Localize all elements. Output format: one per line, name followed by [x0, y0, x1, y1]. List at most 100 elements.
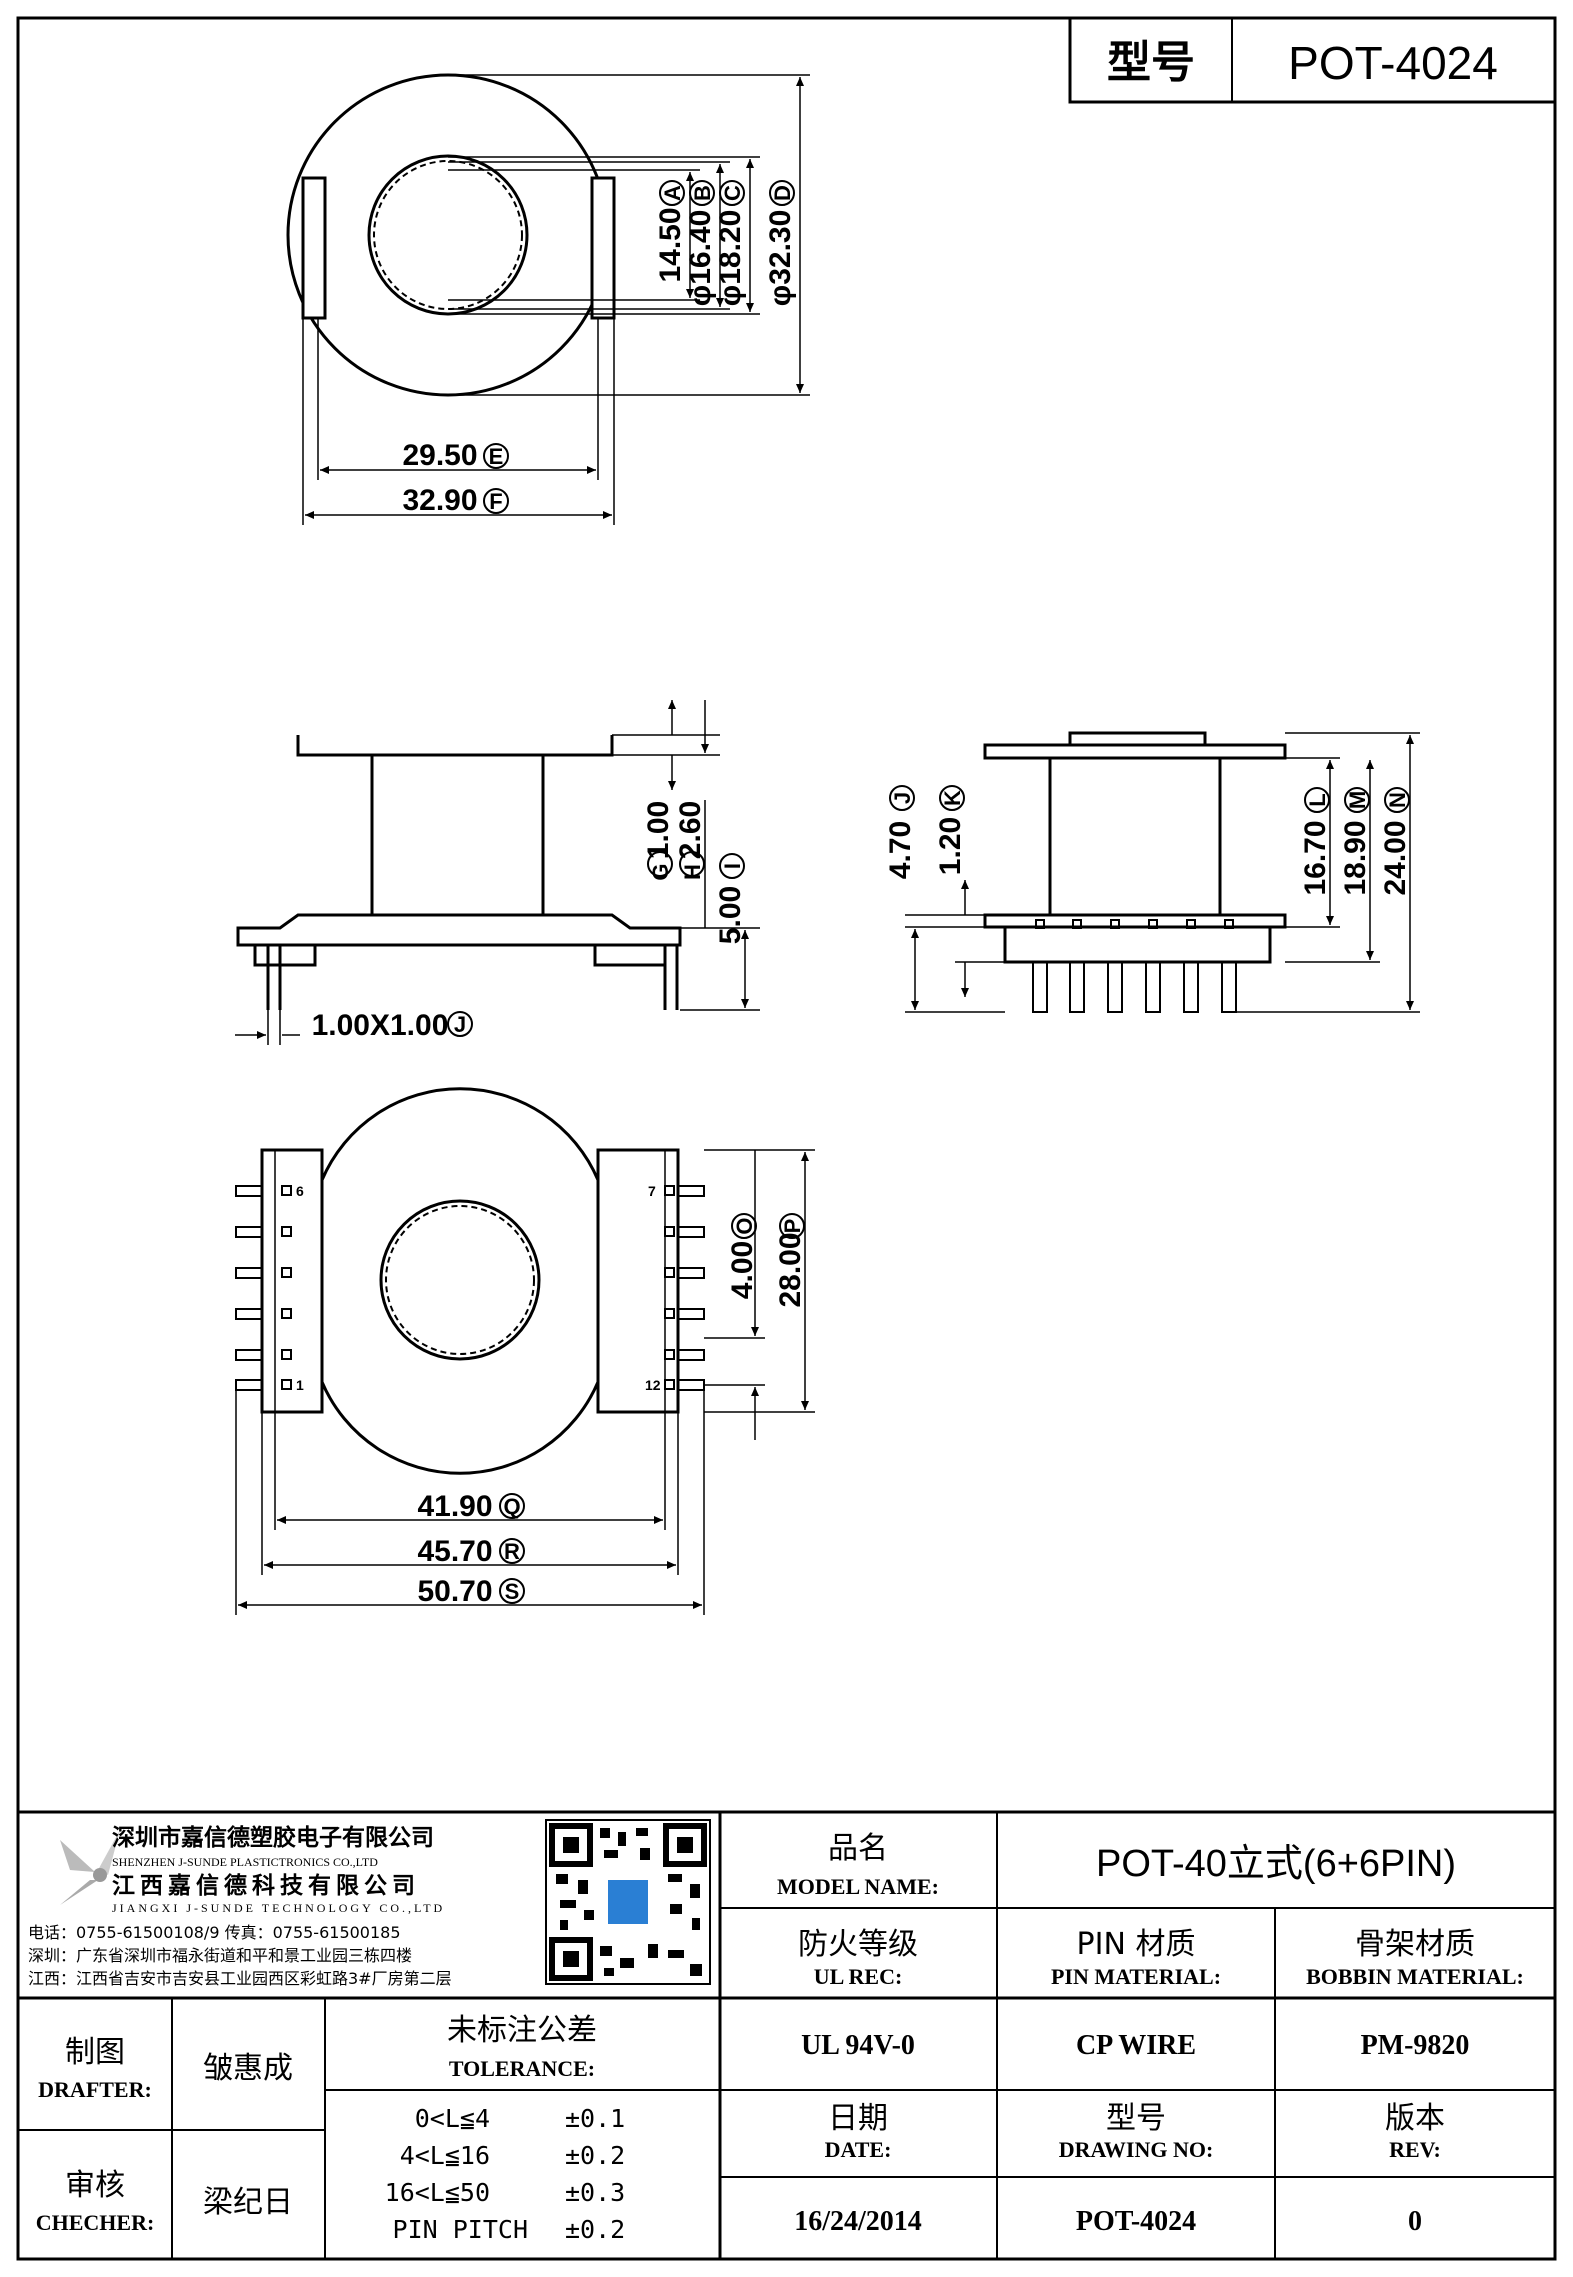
dim-tag-j2: J: [890, 792, 915, 804]
dim-tag-g: G: [648, 863, 673, 880]
qr-code: [545, 1819, 711, 1985]
dim-tag-j: J: [454, 1012, 466, 1037]
drafter-name: 皱惠成: [203, 2051, 293, 2086]
tolerance-value-4: ±0.2: [565, 2215, 625, 2244]
rev-label-zh: 版本: [1385, 2101, 1445, 2136]
pin-label-1: 1: [296, 1377, 304, 1393]
dim-tag-m: M: [1345, 791, 1370, 809]
tolerance-value-2: ±0.2: [565, 2141, 625, 2170]
ul-label-en: UL REC:: [814, 1964, 903, 1989]
dim-tag-n: N: [1385, 792, 1410, 808]
top-view-dims: 14.50 A φ16.40 B φ18.20 C φ32.30 D 29.50…: [402, 185, 797, 517]
company-name-en-2: JIANGXI J-SUNDE TECHNOLOGY CO.,LTD: [112, 1901, 445, 1915]
front-view-dim-circles: [889, 785, 1410, 813]
side-view-dim-circles: [447, 851, 745, 1037]
header-model-label: 型号: [1107, 37, 1195, 88]
dim-4-70: 4.70: [884, 821, 917, 879]
dim-tag-h: H: [680, 864, 705, 880]
dim-41-90: 41.90: [417, 1490, 492, 1523]
side-view: [235, 700, 760, 1045]
top-view-dim-circles: [483, 180, 795, 514]
tolerance-label-zh: 未标注公差: [447, 2013, 597, 2048]
tolerance-range-3: 16<L≦50: [385, 2178, 490, 2207]
header-box: 型号 POT-4024: [1068, 18, 1555, 104]
company-name-cn-1: 深圳市嘉信德塑胶电子有限公司: [112, 1824, 434, 1851]
drawing-no-label-zh: 型号: [1106, 2101, 1166, 2136]
side-view-dims: 1.00 G 2.60 H 5.00 I 1.00X1.00 J: [312, 801, 747, 1042]
company-name-cn-2: 江西嘉信德科技有限公司: [112, 1872, 420, 1899]
company-addr-jiangxi: 江西：江西省吉安市吉安县工业园西区彩虹路3#厂房第二层: [28, 1969, 452, 1988]
ul-label-zh: 防火等级: [798, 1927, 918, 1962]
pin-material-label-en: PIN MATERIAL:: [1051, 1964, 1221, 1989]
dim-tag-r: R: [504, 1539, 520, 1564]
dim-tag-f: F: [489, 489, 502, 514]
bobbin-material-label-zh: 骨架材质: [1355, 1927, 1475, 1962]
company-name-en-1: SHENZHEN J-SUNDE PLASTICTRONICS CO.,LTD: [112, 1855, 378, 1869]
dim-28-00: 28.00: [774, 1232, 807, 1307]
rev-label-en: REV:: [1389, 2137, 1441, 2162]
date-label-en: DATE:: [825, 2137, 892, 2162]
bobbin-material-label-en: BOBBIN MATERIAL:: [1306, 1964, 1524, 1989]
tolerance-range-1: 0<L≦4: [415, 2104, 490, 2133]
tolerance-value-3: ±0.3: [565, 2178, 625, 2207]
pin-material-value: CP WIRE: [1076, 2030, 1196, 2061]
drawing-no-value: POT-4024: [1076, 2206, 1196, 2237]
dim-45-70: 45.70: [417, 1535, 492, 1568]
drafter-label-en: DRAFTER:: [38, 2077, 152, 2102]
rev-value: 0: [1408, 2206, 1422, 2237]
dim-16-40: φ16.40: [684, 210, 717, 307]
tolerance-table: 0<L≦4 ±0.1 4<L≦16 ±0.2 16<L≦50 ±0.3 PIN …: [385, 2104, 626, 2244]
tolerance-value-1: ±0.1: [565, 2104, 625, 2133]
checker-name: 梁纪日: [203, 2185, 293, 2220]
front-view: [905, 731, 1420, 1013]
company-phone: 电话：0755-61500108/9 传真：0755-61500185: [28, 1923, 401, 1942]
drawing-border: [16, 16, 1557, 2261]
dim-tag-s: S: [505, 1579, 520, 1604]
model-name-value: POT-40立式(6+6PIN): [1096, 1843, 1456, 1885]
drawing-no-label-en: DRAWING NO:: [1059, 2137, 1214, 2162]
tolerance-range-4: PIN PITCH: [393, 2215, 528, 2244]
dim-24-00: 24.00: [1379, 820, 1412, 895]
pin-label-7: 7: [648, 1183, 656, 1199]
dim-tag-e: E: [489, 444, 504, 469]
bottom-view-dims: 4.00 O 28.00 P 41.90 Q 45.70 R 50.70 S: [417, 1217, 807, 1608]
top-view: [286, 73, 810, 525]
dim-1-00: 1.00: [642, 801, 675, 859]
checker-label-zh: 审核: [65, 2168, 125, 2203]
dim-tag-i: I: [720, 863, 745, 869]
top-view-core-dashed: [373, 160, 523, 310]
header-model-value: POT-4024: [1288, 37, 1498, 89]
dim-5-00: 5.00: [714, 886, 747, 944]
dim-tag-k: K: [940, 790, 965, 806]
date-label-zh: 日期: [828, 2101, 888, 2136]
tolerance-range-2: 4<L≦16: [400, 2141, 490, 2170]
dim-1-20: 1.20: [934, 817, 967, 875]
dim-1x1: 1.00X1.00: [312, 1009, 449, 1042]
top-view-outer-flange: [286, 73, 610, 397]
dim-tag-c: C: [720, 185, 745, 201]
dim-4-00: 4.00: [726, 1241, 759, 1299]
bottom-view-dim-circles: [499, 1213, 805, 1604]
bobbin-material-value: PM-9820: [1361, 2030, 1470, 2061]
bottom-view-core-hole: [379, 1199, 541, 1361]
checker-label-en: CHECHER:: [36, 2210, 155, 2235]
title-block-texts: 品名 MODEL NAME: POT-40立式(6+6PIN) 防火等级 UL …: [36, 1831, 1524, 2237]
tolerance-label-en: TOLERANCE:: [449, 2056, 595, 2081]
company-info: 深圳市嘉信德塑胶电子有限公司 SHENZHEN J-SUNDE PLASTICT…: [28, 1824, 452, 1988]
dim-16-70: 16.70: [1299, 820, 1332, 895]
bottom-view-pin-labels: 6 7 1 12: [296, 1183, 661, 1393]
dim-18-90: 18.90: [1339, 820, 1372, 895]
dim-tag-b: B: [690, 185, 715, 201]
model-name-label-en: MODEL NAME:: [777, 1874, 939, 1899]
dim-tag-a: A: [660, 185, 685, 201]
dim-2-60: 2.60: [674, 801, 707, 859]
date-value: 16/24/2014: [794, 2206, 922, 2237]
company-addr-shenzhen: 深圳：广东省深圳市福永街道和平和景工业园三栋四楼: [28, 1946, 412, 1965]
drafter-label-zh: 制图: [65, 2035, 125, 2070]
bottom-view: [235, 1087, 815, 1615]
pin-label-12: 12: [645, 1377, 661, 1393]
pin-label-6: 6: [296, 1183, 304, 1199]
model-name-label-zh: 品名: [828, 1831, 888, 1866]
pin-material-label-zh: PIN 材质: [1077, 1927, 1196, 1962]
